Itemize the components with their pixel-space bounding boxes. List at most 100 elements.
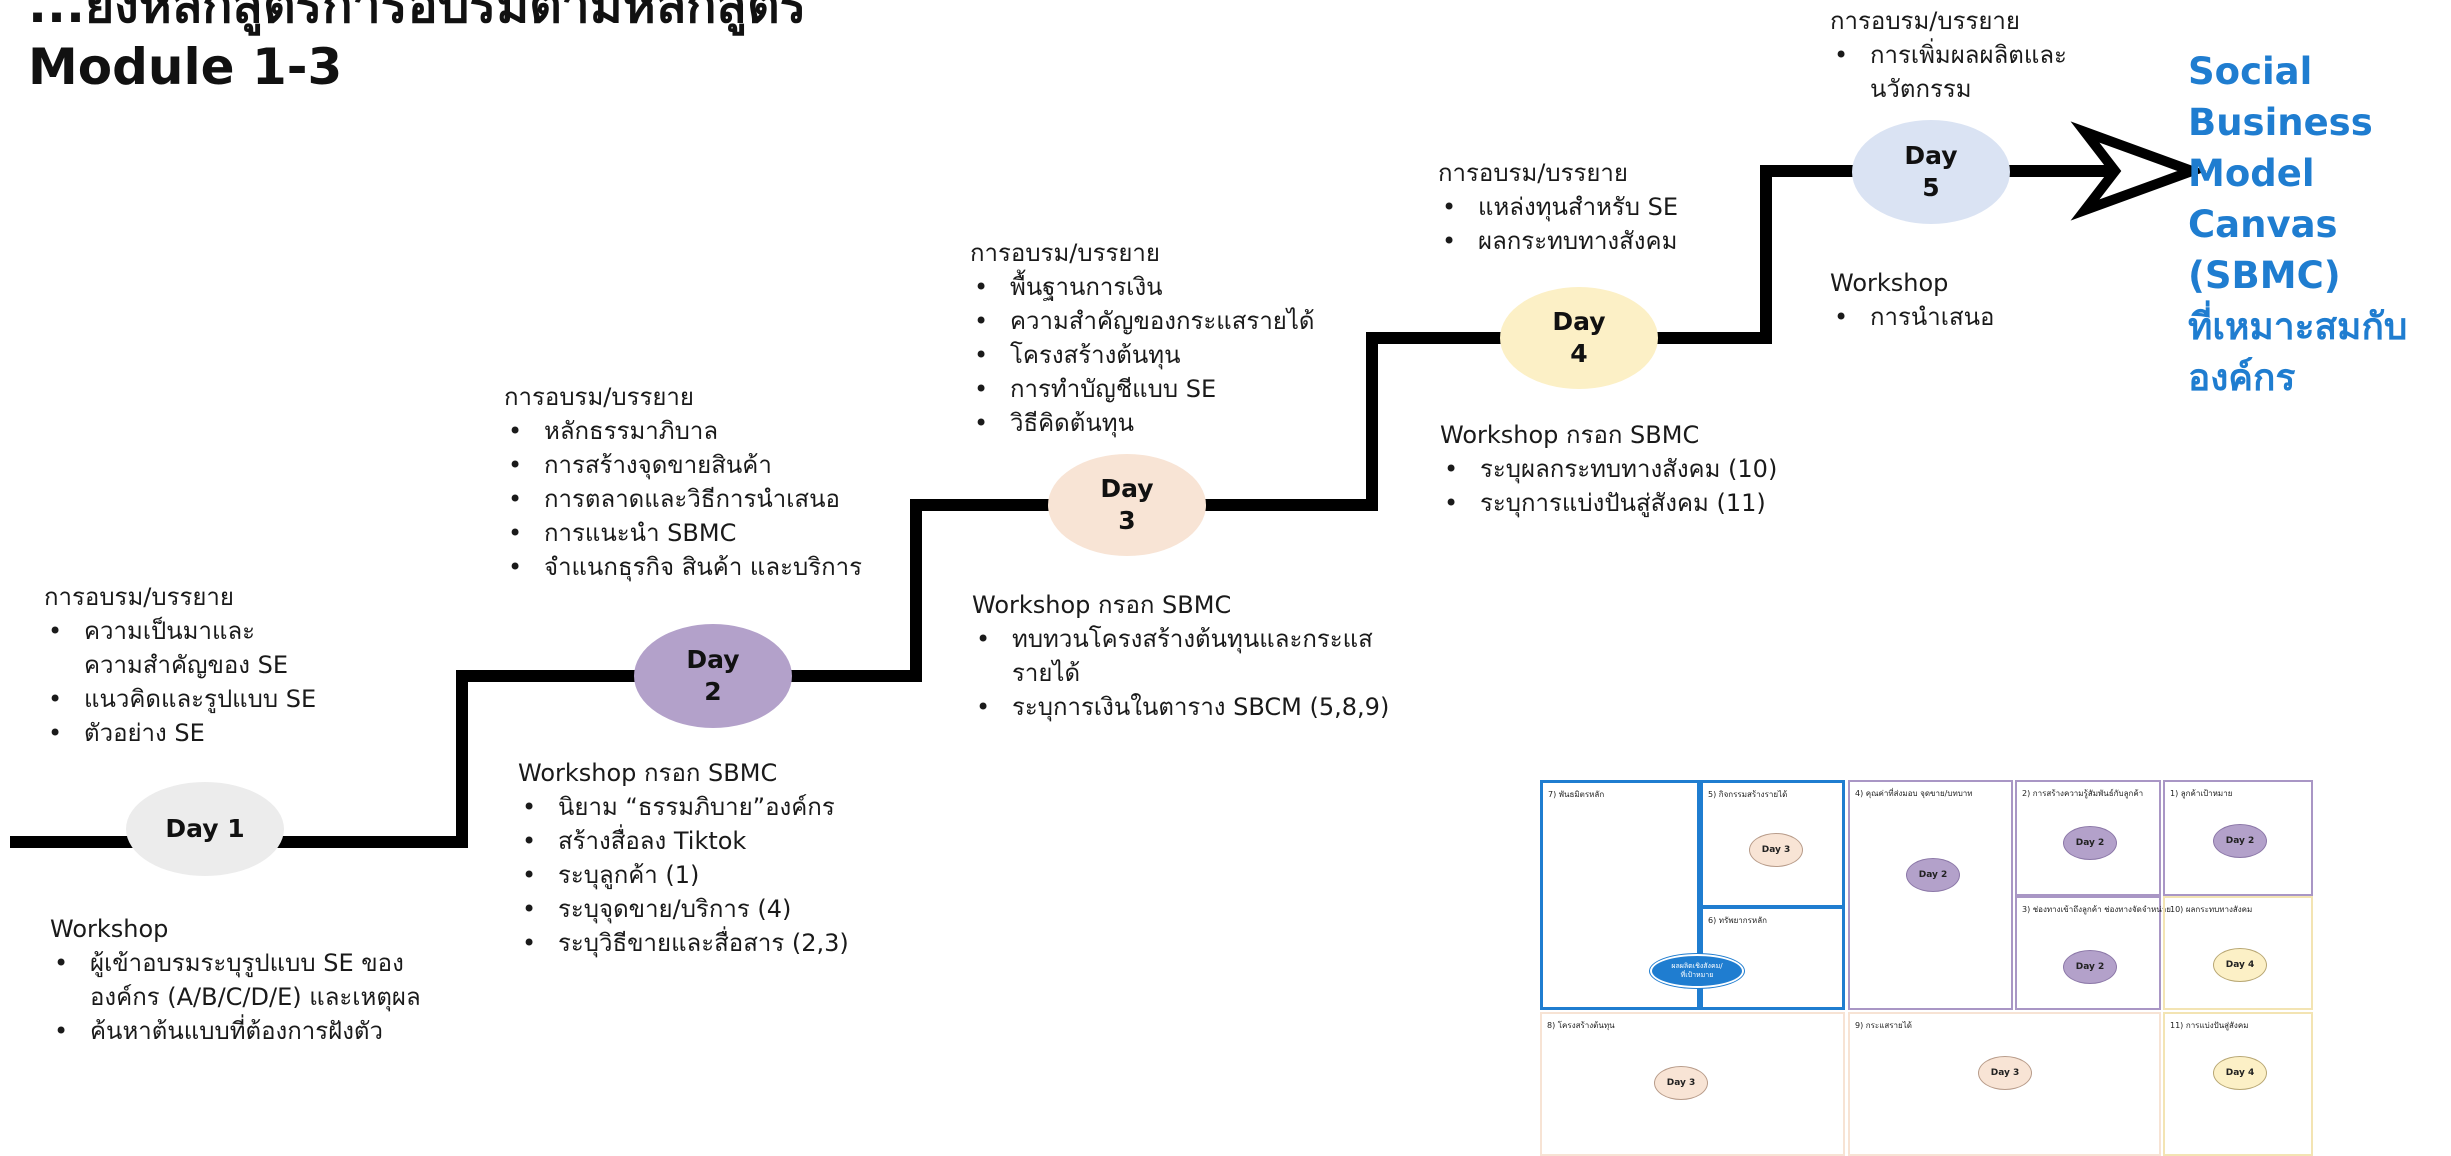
list-item: โครงสร้างต้นทุน bbox=[970, 338, 1315, 372]
list-item: ความสำคัญของกระแสรายได้ bbox=[970, 304, 1315, 338]
cell-label: 7) พันธมิตรหลัก bbox=[1548, 790, 1605, 799]
day-2-badge: Day 2 bbox=[2213, 824, 2267, 858]
sbmc-title: Social Business Model Canvas (SBMC) ที่เ… bbox=[2188, 50, 2408, 399]
list-item: ระบุจุดขาย/บริการ (4) bbox=[518, 892, 849, 926]
title-text: ...ยงหลักสูตรการอบรมตามหลักสูตร Module 1… bbox=[28, 0, 807, 96]
canvas-cell-value-proposition: 4) คุณค่าที่ส่งมอบ จุดขาย/บทบาท Day 2 bbox=[1848, 780, 2013, 1010]
list-item: การนำเสนอ bbox=[1830, 300, 1994, 334]
day-1-circle: Day 1 bbox=[126, 782, 284, 876]
page-title: ...ยงหลักสูตรการอบรมตามหลักสูตร Module 1… bbox=[28, 0, 806, 98]
cell-label: 3) ช่องทางเข้าถึงลูกค้า ช่องทางจัดจำหน่า… bbox=[2022, 905, 2171, 914]
list-item: ระบุผลกระทบทางสังคม (10) bbox=[1440, 452, 1777, 486]
day-2-label: Day 2 bbox=[686, 645, 740, 706]
list-item: หลักธรรมาภิบาล bbox=[504, 414, 862, 448]
day-4-workshop-block: Workshop กรอก SBMC ระบุผลกระทบทางสังคม (… bbox=[1440, 418, 1777, 520]
day-3-workshop-block: Workshop กรอก SBMC ทบทวนโครงสร้างต้นทุนแ… bbox=[972, 588, 1389, 724]
day-1-lecture-block: การอบรม/บรรยาย ความเป็นมาและ ความสำคัญขอ… bbox=[44, 580, 316, 750]
day-1-workshop-block: Workshop ผู้เข้าอบรมระบุรูปแบบ SE ของ อง… bbox=[50, 912, 421, 1048]
list-item: การแนะนำ SBMC bbox=[504, 516, 862, 550]
sbmc-canvas: 7) พันธมิตรหลัก 5) กิจกรรมสร้างรายได้ Da… bbox=[1540, 776, 2315, 1156]
cell-label: 10) ผลกระทบทางสังคม bbox=[2170, 905, 2253, 914]
day-3-workshop-list: ทบทวนโครงสร้างต้นทุนและกระแส รายได้ ระบุ… bbox=[972, 622, 1389, 724]
canvas-cell-cost-structure: 8) โครงสร้างต้นทุน Day 3 bbox=[1540, 1012, 1845, 1156]
day-5-lecture-list: การเพิ่มผลผลิตและ นวัตกรรม bbox=[1830, 38, 2067, 106]
day-5-workshop-block: Workshop การนำเสนอ bbox=[1830, 266, 1994, 334]
canvas-cell-revenue-streams: 9) กระแสรายได้ Day 3 bbox=[1848, 1012, 2161, 1156]
day-5-workshop-list: การนำเสนอ bbox=[1830, 300, 1994, 334]
day-1-workshop-heading: Workshop bbox=[50, 915, 169, 943]
day-5-lecture-heading: การอบรม/บรรยาย bbox=[1830, 7, 2020, 35]
day-1-workshop-list: ผู้เข้าอบรมระบุรูปแบบ SE ของ องค์กร (A/B… bbox=[50, 946, 421, 1048]
cell-label: 4) คุณค่าที่ส่งมอบ จุดขาย/บทบาท bbox=[1855, 789, 1973, 798]
day-5-lecture-block: การอบรม/บรรยาย การเพิ่มผลผลิตและ นวัตกรร… bbox=[1830, 4, 2067, 106]
list-item: ผลกระทบทางสังคม bbox=[1438, 224, 1678, 258]
list-item: ความเป็นมาและ ความสำคัญของ SE bbox=[44, 614, 316, 682]
list-item: จำแนกธุรกิจ สินค้า และบริการ bbox=[504, 550, 862, 584]
day-2-badge: Day 2 bbox=[2063, 950, 2117, 984]
list-item: ผู้เข้าอบรมระบุรูปแบบ SE ของ องค์กร (A/B… bbox=[50, 946, 421, 1014]
day-2-workshop-list: นิยาม “ธรรมภิบาย”องค์กร สร้างสื่อลง Tikt… bbox=[518, 790, 849, 960]
day-4-lecture-list: แหล่งทุนสำหรับ SE ผลกระทบทางสังคม bbox=[1438, 190, 1678, 258]
day-2-badge: Day 2 bbox=[1906, 858, 1960, 892]
day-2-badge: Day 2 bbox=[2063, 826, 2117, 860]
day-4-badge: Day 4 bbox=[2213, 1056, 2267, 1090]
canvas-cell-key-activities: 5) กิจกรรมสร้างรายได้ Day 3 bbox=[1700, 780, 1845, 908]
list-item: ระบุการเงินในตาราง SBCM (5,8,9) bbox=[972, 690, 1389, 724]
day-2-workshop-block: Workshop กรอก SBMC นิยาม “ธรรมภิบาย”องค์… bbox=[518, 756, 849, 960]
day-2-lecture-block: การอบรม/บรรยาย หลักธรรมาภิบาล การสร้างจุ… bbox=[504, 380, 862, 584]
day-3-badge: Day 3 bbox=[1978, 1056, 2032, 1090]
cell-label: 11) การแบ่งปันสู่สังคม bbox=[2170, 1021, 2249, 1030]
list-item: การสร้างจุดขายสินค้า bbox=[504, 448, 862, 482]
social-output-pill: ผลผลิตเชิงสังคม/ ที่เป้าหมาย bbox=[1650, 954, 1744, 988]
cell-label: 1) ลูกค้าเป้าหมาย bbox=[2170, 789, 2233, 798]
canvas-cell-channels: 3) ช่องทางเข้าถึงลูกค้า ช่องทางจัดจำหน่า… bbox=[2015, 896, 2171, 1010]
list-item: ทบทวนโครงสร้างต้นทุนและกระแส รายได้ bbox=[972, 622, 1389, 690]
list-item: แนวคิดและรูปแบบ SE bbox=[44, 682, 316, 716]
day-4-lecture-block: การอบรม/บรรยาย แหล่งทุนสำหรับ SE ผลกระทบ… bbox=[1438, 156, 1678, 258]
day-3-lecture-list: พื้นฐานการเงิน ความสำคัญของกระแสรายได้ โ… bbox=[970, 270, 1315, 440]
day-2-lecture-list: หลักธรรมาภิบาล การสร้างจุดขายสินค้า การต… bbox=[504, 414, 862, 584]
arrow-head-icon bbox=[2070, 121, 2207, 221]
list-item: นิยาม “ธรรมภิบาย”องค์กร bbox=[518, 790, 849, 824]
day-4-lecture-heading: การอบรม/บรรยาย bbox=[1438, 159, 1628, 187]
list-item: ระบุการแบ่งปันสู่สังคม (11) bbox=[1440, 486, 1777, 520]
day-5-workshop-heading: Workshop bbox=[1830, 269, 1949, 297]
day-3-circle: Day 3 bbox=[1048, 454, 1206, 556]
day-4-badge: Day 4 bbox=[2213, 948, 2267, 982]
list-item: ระบุลูกค้า (1) bbox=[518, 858, 849, 892]
day-2-workshop-heading: Workshop กรอก SBMC bbox=[518, 759, 778, 787]
canvas-cell-customer-relationships: 2) การสร้างความรู้สัมพันธ์กับลูกค้า Day … bbox=[2015, 780, 2161, 896]
day-1-label: Day 1 bbox=[165, 814, 245, 843]
list-item: การเพิ่มผลผลิตและ นวัตกรรม bbox=[1830, 38, 2067, 106]
canvas-cell-social-impact: 10) ผลกระทบทางสังคม Day 4 bbox=[2163, 896, 2313, 1010]
day-3-label: Day 3 bbox=[1100, 474, 1154, 535]
list-item: การตลาดและวิธีการนำเสนอ bbox=[504, 482, 862, 516]
day-3-badge: Day 3 bbox=[1654, 1066, 1708, 1100]
day-1-lecture-heading: การอบรม/บรรยาย bbox=[44, 583, 234, 611]
list-item: ตัวอย่าง SE bbox=[44, 716, 316, 750]
day-3-badge: Day 3 bbox=[1749, 833, 1803, 867]
cell-label: 9) กระแสรายได้ bbox=[1855, 1021, 1912, 1030]
day-1-lecture-list: ความเป็นมาและ ความสำคัญของ SE แนวคิดและร… bbox=[44, 614, 316, 750]
list-item: สร้างสื่อลง Tiktok bbox=[518, 824, 849, 858]
canvas-cell-key-partners: 7) พันธมิตรหลัก bbox=[1540, 780, 1700, 1010]
list-item: พื้นฐานการเงิน bbox=[970, 270, 1315, 304]
day-4-circle: Day 4 bbox=[1500, 287, 1658, 389]
day-5-label: Day 5 bbox=[1904, 141, 1958, 202]
canvas-cell-customer-segments: 1) ลูกค้าเป้าหมาย Day 2 bbox=[2163, 780, 2313, 896]
cell-label: 6) ทรัพยากรหลัก bbox=[1708, 916, 1767, 925]
day-3-lecture-heading: การอบรม/บรรยาย bbox=[970, 239, 1160, 267]
canvas-cell-social-sharing: 11) การแบ่งปันสู่สังคม Day 4 bbox=[2163, 1012, 2313, 1156]
list-item: การทำบัญชีแบบ SE bbox=[970, 372, 1315, 406]
day-4-workshop-heading: Workshop กรอก SBMC bbox=[1440, 421, 1700, 449]
day-4-workshop-list: ระบุผลกระทบทางสังคม (10) ระบุการแบ่งปันส… bbox=[1440, 452, 1777, 520]
list-item: วิธีคิดต้นทุน bbox=[970, 406, 1315, 440]
day-2-lecture-heading: การอบรม/บรรยาย bbox=[504, 383, 694, 411]
day-5-circle: Day 5 bbox=[1852, 120, 2010, 224]
day-4-label: Day 4 bbox=[1552, 307, 1606, 368]
day-3-lecture-block: การอบรม/บรรยาย พื้นฐานการเงิน ความสำคัญข… bbox=[970, 236, 1315, 440]
cell-label: 2) การสร้างความรู้สัมพันธ์กับลูกค้า bbox=[2022, 789, 2144, 798]
list-item: แหล่งทุนสำหรับ SE bbox=[1438, 190, 1678, 224]
list-item: ระบุวิธีขายและสื่อสาร (2,3) bbox=[518, 926, 849, 960]
cell-label: 5) กิจกรรมสร้างรายได้ bbox=[1708, 790, 1788, 799]
